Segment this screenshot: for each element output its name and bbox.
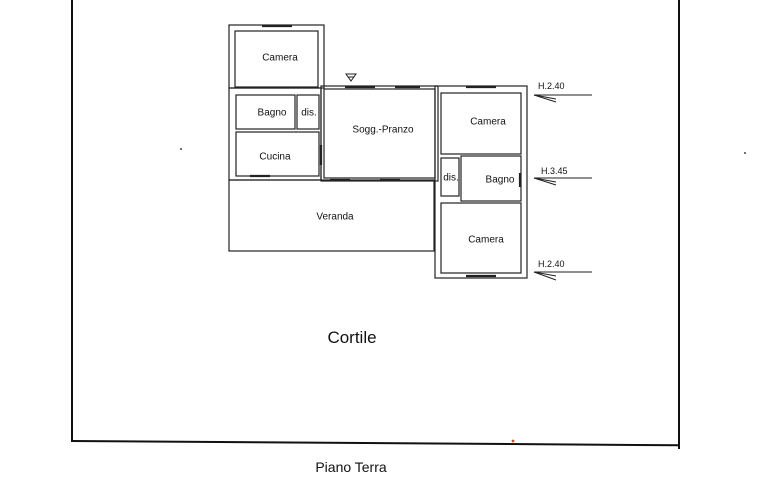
wall-camera-right-bottom [440,202,522,274]
height-label-top: H.2.40 [538,81,565,91]
height-arrow-bottom [533,271,592,281]
room-label-dis-right: dis. [443,172,459,184]
wall-left-wing [228,87,322,181]
height-label-bottom: H.2.40 [538,259,565,269]
wall-dis-right [440,157,460,197]
floor-title: Piano Terra [315,459,387,475]
wall-camera-right-top [440,92,522,155]
room-label-camera-right-bottom: Camera [468,234,504,246]
wall-dis-left [296,94,320,130]
room-label-bagno-left: Bagno [257,107,287,119]
room-label-camera-top-left: Camera [262,52,298,64]
wall-cucina [235,131,320,177]
room-label-soggiorno-pranzo: Sogg.-Pranzo [352,124,414,136]
room-label-bagno-right: Bagno [485,174,515,186]
frame-right-line [678,0,680,449]
frame-left-line [71,0,73,440]
room-label-dis-left: dis. [301,107,317,119]
height-arrow-top [533,94,592,103]
height-arrow-middle [533,177,592,186]
room-label-cucina: Cucina [259,151,291,163]
height-label-middle: H.3.45 [541,166,568,176]
room-label-camera-right-top: Camera [470,116,506,128]
wall-soggiorno [320,85,439,182]
courtyard-label: Cortile [327,328,377,347]
room-label-veranda: Veranda [316,211,354,223]
wall-bagno-left [235,94,296,130]
